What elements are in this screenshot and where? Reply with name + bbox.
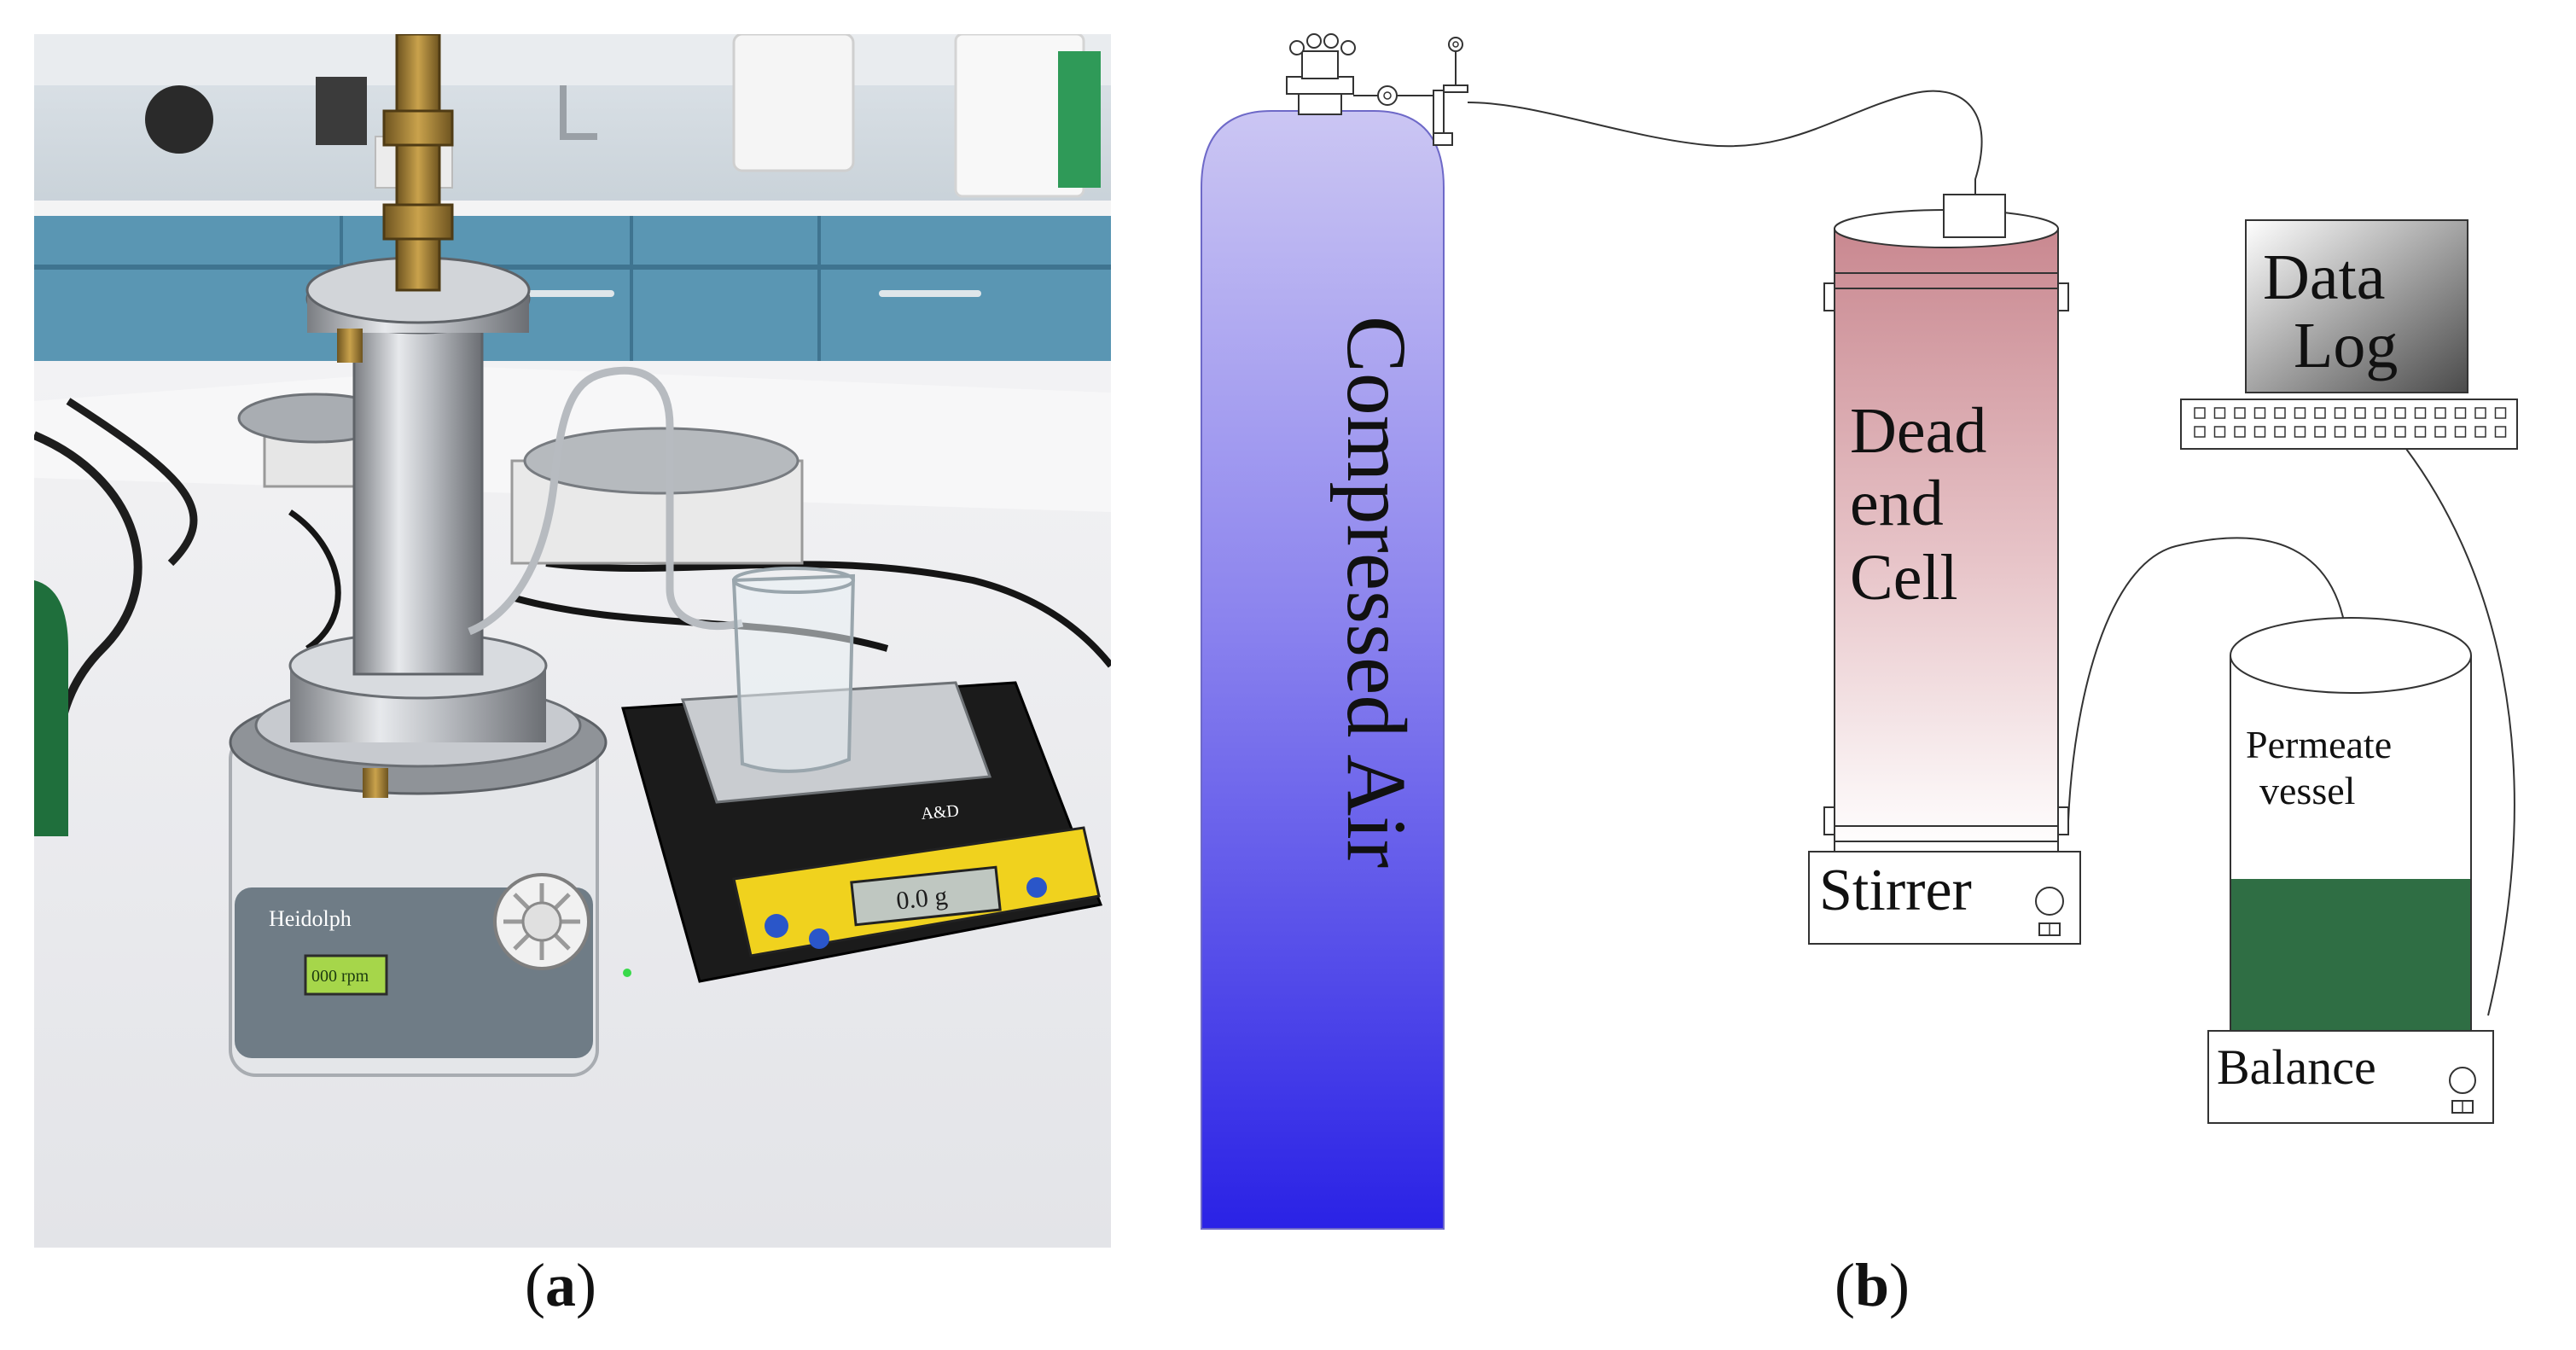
permeate-line <box>2067 537 2350 822</box>
data-log-line-1: Data <box>2263 241 2385 313</box>
keyboard-key <box>2374 407 2387 419</box>
permeate-label-line-2: vessel <box>2259 769 2355 812</box>
stirrer-label: Stirrer <box>1819 858 1972 923</box>
stirrer-lcd <box>304 954 388 996</box>
schematic-svg: Compressed Air Dead end Cell <box>1201 33 2518 1230</box>
keyboard-key <box>2434 407 2446 419</box>
data-cable <box>2405 448 2515 1016</box>
keyboard-key <box>2474 407 2486 419</box>
keyboard-key <box>2294 426 2306 438</box>
keyboard-key <box>2494 426 2507 438</box>
permeate-vessel: Permeate vessel <box>2230 617 2472 1031</box>
schematic-diagram: Compressed Air Dead end Cell <box>1178 17 2560 1263</box>
keyboard-key <box>2274 426 2286 438</box>
keyboard-key <box>2194 407 2206 419</box>
keyboard-key <box>2494 407 2507 419</box>
balance-label: Balance <box>2217 1039 2376 1095</box>
keyboard-key <box>2253 407 2266 419</box>
balance: Balance <box>2207 1030 2494 1124</box>
counter-top <box>34 201 1111 216</box>
keyboard-key <box>2414 407 2427 419</box>
dead-end-cell: Dead end Cell <box>1823 194 2069 852</box>
keyboard-key <box>2213 407 2226 419</box>
keyboard-key <box>2234 407 2246 419</box>
keyboard-key <box>2454 426 2467 438</box>
keyboard-key <box>2294 407 2306 419</box>
caption-a: (a) <box>525 1251 596 1319</box>
keyboard-key <box>2234 426 2246 438</box>
blue-cupboards <box>34 216 1111 361</box>
compressed-air-cylinder: Compressed Air <box>1201 33 1468 1230</box>
keyboard-key <box>2194 426 2206 438</box>
keyboard-key <box>2274 407 2286 419</box>
stirrer: Stirrer <box>1808 851 2081 945</box>
cell-label-line-1: Dead <box>1850 395 1986 467</box>
lab-photo-illustration: Heidolph 000 rpm <box>34 34 1111 1248</box>
keyboard-key <box>2253 426 2266 438</box>
data-log-line-2: Log <box>2294 310 2398 381</box>
keyboard-key <box>2354 426 2366 438</box>
balance-lcd-text: 0.0 g <box>895 882 949 915</box>
cell-label-line-2: end <box>1850 468 1944 539</box>
keyboard-key <box>2474 426 2486 438</box>
balance-lcd <box>850 865 1002 927</box>
glass-beaker <box>731 573 856 773</box>
keyboard-key <box>2213 426 2226 438</box>
keyboard <box>2180 399 2518 450</box>
keyboard-key <box>2314 426 2326 438</box>
keyboard-key <box>2374 426 2387 438</box>
keyboard-key <box>2394 426 2406 438</box>
lab-photo: Heidolph 000 rpm <box>34 34 1111 1248</box>
balance-brand: A&D <box>921 801 960 823</box>
caption-b: (b) <box>1835 1251 1910 1319</box>
keyboard-key <box>2334 426 2346 438</box>
keyboard-key <box>2354 407 2366 419</box>
keyboard-key <box>2434 426 2446 438</box>
keyboard-key <box>2394 407 2406 419</box>
brand-label: Heidolph <box>269 906 352 931</box>
cylinder-label: Compressed Air <box>1329 316 1424 868</box>
keyboard-key <box>2334 407 2346 419</box>
stirrer-lcd-text: 000 rpm <box>311 967 369 986</box>
cell-label-line-3: Cell <box>1850 542 1958 614</box>
keyboard-key <box>2314 407 2326 419</box>
gas-line <box>1467 90 1983 195</box>
keyboard-key <box>2454 407 2467 419</box>
dead-end-cell-photo <box>352 288 484 676</box>
keyboard-key <box>2414 426 2427 438</box>
permeate-label-line-1: Permeate <box>2246 723 2392 766</box>
data-log: Data Log <box>2180 219 2518 450</box>
